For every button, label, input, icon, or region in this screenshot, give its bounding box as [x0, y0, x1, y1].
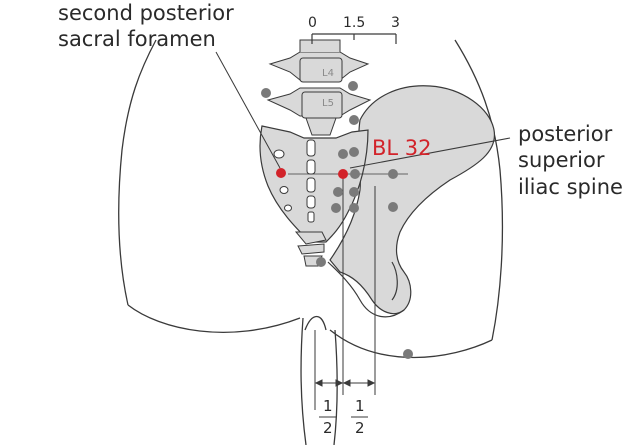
- acupoint-sacral-4-lateral: [349, 203, 359, 213]
- right-ilium: [327, 85, 495, 318]
- label-psis-line3: iliac spine: [518, 175, 623, 199]
- acupoint-sacral-4-medial: [331, 203, 341, 213]
- acupoint-sacral-2-lateral: [350, 169, 360, 179]
- second-sacral-foramen-point: [276, 168, 286, 178]
- acupoint-sacral-3-medial: [333, 187, 343, 197]
- scale-tick-0: 0: [308, 15, 317, 31]
- label-psis-line1: posterior: [518, 122, 613, 146]
- acupoint-sacral-3-lateral: [349, 187, 359, 197]
- acupoint-sacral-1-medial: [338, 149, 348, 159]
- acupoint-psis: [388, 169, 398, 179]
- body-outline: [117, 39, 504, 445]
- fraction-right: 1 2: [351, 397, 368, 437]
- gray-acupoints: [261, 81, 413, 359]
- acupoint-sacral-1-lateral: [349, 147, 359, 157]
- acupoint-l5-right: [349, 115, 359, 125]
- coccyx: [294, 231, 327, 267]
- vertebra-label-l5: L5: [322, 98, 334, 109]
- vertical-reference-lines: [314, 176, 376, 410]
- bl32-point: [338, 169, 348, 179]
- scale-tick-3: 3: [391, 15, 400, 31]
- fraction-right-numerator: 1: [355, 397, 365, 415]
- acupoint-lateral-sacral: [388, 202, 398, 212]
- top-scale-bar: [311, 33, 397, 44]
- leader-line-sacral-foramen: [215, 51, 281, 169]
- median-sacral-crest: [306, 139, 316, 223]
- scale-tick-1-5: 1.5: [343, 15, 365, 31]
- sacral-foramina: [273, 149, 292, 212]
- fraction-left-numerator: 1: [323, 397, 333, 415]
- fraction-left: 1 2: [319, 397, 336, 437]
- lumbar-vertebrae: [266, 39, 372, 136]
- label-second-foramen-line1: second posterior: [58, 1, 234, 25]
- measurement-arrows: [314, 379, 376, 387]
- fraction-right-denominator: 2: [355, 419, 365, 437]
- leader-line-psis: [349, 137, 511, 169]
- acupoint-l5-left: [261, 88, 271, 98]
- vertebra-label-l4: L4: [322, 68, 334, 79]
- acupoint-l4-right: [348, 81, 358, 91]
- label-bl32: BL 32: [372, 136, 432, 160]
- label-psis-line2: superior: [518, 148, 605, 172]
- fraction-left-denominator: 2: [323, 419, 333, 437]
- acupoint-coccyx: [316, 257, 326, 267]
- acupoint-gluteal-fold: [403, 349, 413, 359]
- label-second-foramen-line2: sacral foramen: [58, 27, 216, 51]
